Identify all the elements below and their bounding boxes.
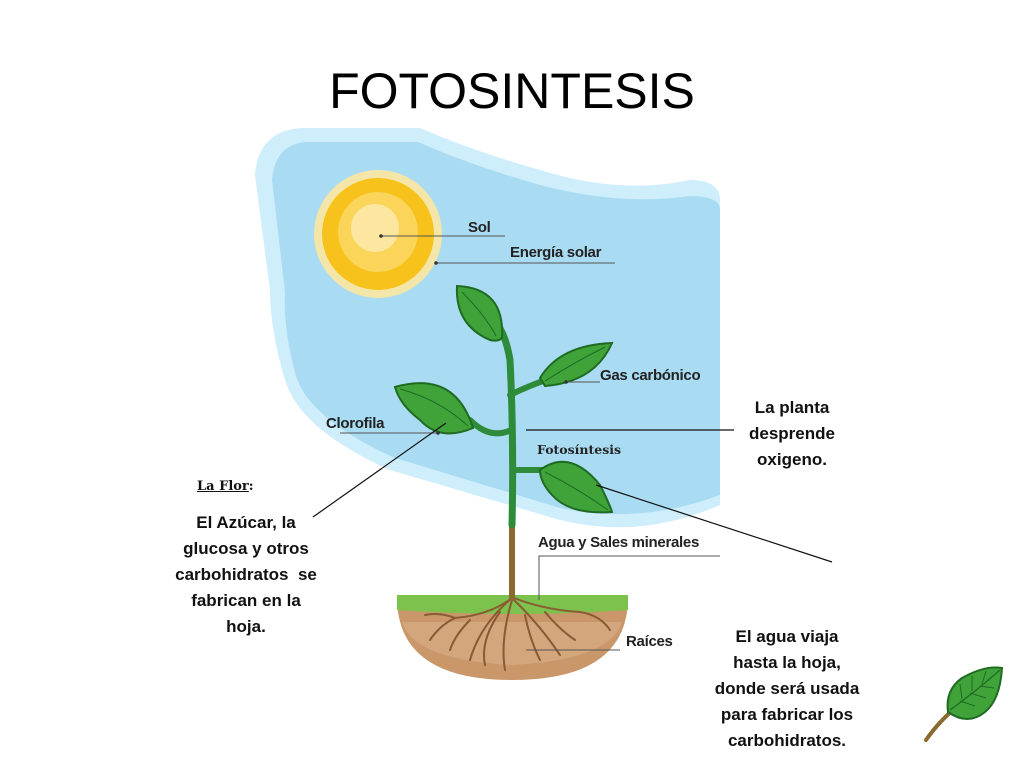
leaves bbox=[393, 284, 614, 514]
note-azucar-line: El Azúcar, la bbox=[196, 513, 296, 532]
note-agua-line: carbohidratos. bbox=[727, 731, 847, 750]
label-energia: Energía solar bbox=[510, 244, 602, 261]
flor-heading-colon: : bbox=[248, 479, 254, 494]
slide-title: FOTOSINTESIS bbox=[329, 63, 695, 119]
label-gas: Gas carbónico bbox=[600, 367, 700, 384]
note-azucar: El Azúcar, la glucosa y otros carbohidra… bbox=[160, 510, 332, 640]
leaf-left bbox=[393, 382, 475, 435]
note-agua-line: para fabricar los bbox=[720, 705, 854, 724]
label-fotosintesis: Fotosíntesis bbox=[537, 442, 621, 457]
note-agua: El agua viaja hasta la hoja, donde será … bbox=[694, 624, 880, 754]
leaf-icon bbox=[924, 666, 1004, 742]
label-clorofila: Clorofila bbox=[326, 415, 385, 432]
label-agua-sales: Agua y Sales minerales bbox=[538, 534, 699, 551]
flor-heading-text: La Flor bbox=[197, 479, 249, 494]
label-raices: Raíces bbox=[626, 633, 673, 650]
note-oxigeno: La planta desprende oxigeno. bbox=[732, 395, 852, 473]
note-azucar-line: carbohidratos se bbox=[175, 565, 317, 584]
sun bbox=[314, 170, 442, 298]
note-oxigeno-line: oxigeno. bbox=[757, 450, 827, 469]
note-oxigeno-line: La planta bbox=[754, 398, 830, 417]
note-oxigeno-line: desprende bbox=[749, 424, 835, 443]
note-agua-line: El agua viaja bbox=[735, 627, 839, 646]
leaf-right-lower bbox=[538, 460, 614, 514]
note-azucar-line: fabrican en la bbox=[191, 591, 301, 610]
note-agua-line: donde será usada bbox=[714, 679, 860, 698]
label-sol: Sol bbox=[468, 219, 491, 236]
note-agua-line: hasta la hoja, bbox=[733, 653, 841, 672]
note-azucar-line: hoja. bbox=[226, 617, 266, 636]
flor-heading: La Flor: bbox=[197, 479, 254, 494]
note-azucar-line: glucosa y otros bbox=[183, 539, 309, 558]
roots bbox=[424, 597, 611, 671]
